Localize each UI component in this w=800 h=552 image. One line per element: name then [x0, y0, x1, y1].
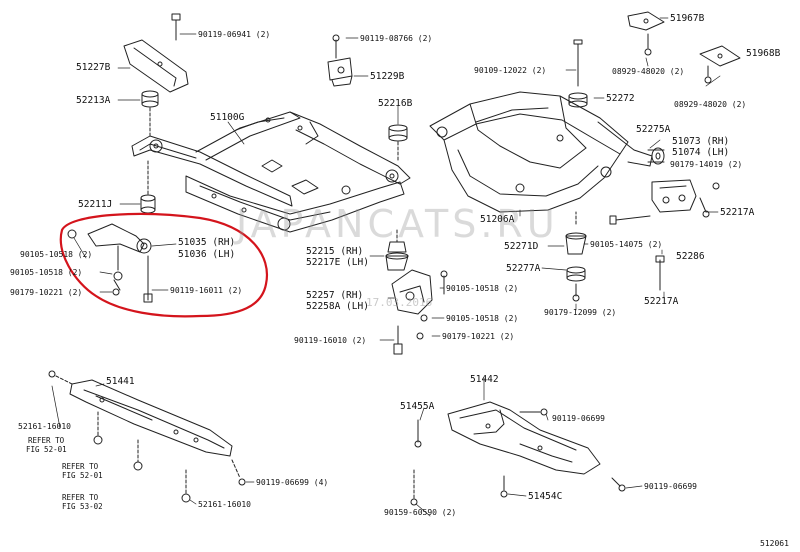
refer-label-1-line1[interactable]: REFER TO: [28, 436, 65, 445]
bracket-51035: [67, 223, 153, 303]
bracket-51227B: [123, 13, 189, 93]
mount-52215: [385, 229, 409, 271]
part-label-51441[interactable]: 51441: [106, 376, 135, 387]
part-label-90105-10518-a[interactable]: 90105-10518 (2): [20, 250, 93, 259]
under-cover-51442: [410, 401, 626, 506]
bracket-51073: [651, 179, 720, 218]
part-label-08929-48020-a[interactable]: 08929-48020 (2): [612, 67, 685, 76]
rear-subframe-51206A: [429, 91, 653, 213]
part-label-51454c[interactable]: 51454C: [528, 491, 563, 502]
refer-label-2-line1[interactable]: REFER TO: [62, 462, 99, 471]
part-label-51100g[interactable]: 51100G: [210, 112, 245, 123]
part-label-52271d[interactable]: 52271D: [504, 241, 539, 252]
bushing-52216B: [388, 124, 408, 163]
part-label-90119-06699-c[interactable]: 90119-06699: [644, 482, 697, 491]
bolt-52286: [609, 215, 665, 291]
watermark: JAPANCATS.RU: [236, 202, 559, 246]
under-cover-51441: [48, 370, 246, 503]
refer-label-3-line2[interactable]: FIG 53-02: [62, 502, 103, 511]
mount-52257: [391, 269, 448, 355]
part-label-52217e[interactable]: 52217E (LH): [306, 257, 369, 268]
part-label-90109-12022[interactable]: 90109-12022 (2): [474, 66, 547, 75]
part-label-52272[interactable]: 52272: [606, 93, 635, 104]
bushing-52272: [568, 39, 588, 108]
part-label-51035[interactable]: 51035 (RH): [178, 237, 236, 248]
figure-number: 512061: [760, 539, 789, 548]
part-label-52215[interactable]: 52215 (RH): [306, 246, 364, 257]
bracket-51968B: [699, 45, 741, 84]
refer-label-1-line2[interactable]: FIG 52-01: [26, 445, 67, 454]
part-label-51206a[interactable]: 51206A: [480, 214, 515, 225]
part-label-52211j[interactable]: 52211J: [78, 199, 113, 210]
part-label-90119-08766[interactable]: 90119-08766 (2): [360, 34, 433, 43]
part-label-90179-14019[interactable]: 90179-14019 (2): [670, 160, 743, 169]
leader-lines: [51, 17, 721, 517]
part-label-52258a[interactable]: 52258A (LH): [306, 301, 369, 312]
part-label-51442[interactable]: 51442: [470, 374, 499, 385]
bushing-52213A: [141, 90, 159, 137]
part-label-90159-60590[interactable]: 90159-60590 (2): [384, 508, 457, 517]
part-label-52217a-bottom[interactable]: 52217A: [644, 296, 679, 307]
mount-51229B: [327, 34, 353, 87]
part-label-90119-16011[interactable]: 90119-16011 (2): [170, 286, 243, 295]
part-label-90105-14075[interactable]: 90105-14075 (2): [590, 240, 663, 249]
part-label-90179-10221-b[interactable]: 90179-10221 (2): [442, 332, 515, 341]
front-subframe-51100G: [131, 111, 411, 233]
part-label-51455a[interactable]: 51455A: [400, 401, 435, 412]
part-label-52213a[interactable]: 52213A: [76, 95, 111, 106]
date-stamp: 17.03.2016: [366, 296, 433, 309]
part-label-52286[interactable]: 52286: [676, 251, 705, 262]
part-label-51229b[interactable]: 51229B: [370, 71, 405, 82]
part-label-51073[interactable]: 51073 (RH): [672, 136, 730, 147]
part-label-90105-10518-b[interactable]: 90105-10518 (2): [10, 268, 83, 277]
refer-label-3-line1[interactable]: REFER TO: [62, 493, 99, 502]
part-label-90119-16010[interactable]: 90119-16010 (2): [294, 336, 367, 345]
part-label-90105-10518-d[interactable]: 90105-10518 (2): [446, 314, 519, 323]
part-label-52277a[interactable]: 52277A: [506, 263, 541, 274]
part-label-52216b[interactable]: 52216B: [378, 98, 413, 109]
refer-label-2-line2[interactable]: FIG 52-01: [62, 471, 103, 480]
part-label-51227b[interactable]: 51227B: [76, 62, 111, 73]
part-label-51074[interactable]: 51074 (LH): [672, 147, 730, 158]
bushing-52271D: [565, 211, 587, 302]
part-label-90179-12099[interactable]: 90179-12099 (2): [544, 308, 617, 317]
bracket-51967B: [627, 11, 665, 56]
highlight-ellipse: [59, 212, 269, 318]
part-label-90119-06941[interactable]: 90119-06941 (2): [198, 30, 271, 39]
part-label-52275a[interactable]: 52275A: [636, 124, 671, 135]
part-label-51968b[interactable]: 51968B: [746, 48, 781, 59]
part-label-90179-10221-a[interactable]: 90179-10221 (2): [10, 288, 83, 297]
part-label-51036[interactable]: 51036 (LH): [178, 249, 236, 260]
bushing-52211J: [140, 159, 156, 214]
part-label-52257[interactable]: 52257 (RH): [306, 290, 364, 301]
part-label-90105-10518-c[interactable]: 90105-10518 (2): [446, 284, 519, 293]
part-label-52217a-top[interactable]: 52217A: [720, 207, 755, 218]
part-label-51967b[interactable]: 51967B: [670, 13, 705, 24]
bushing-52275A: [647, 147, 665, 165]
part-label-90119-06699-b[interactable]: 90119-06699: [552, 414, 605, 423]
part-label-52161-16010-a[interactable]: 52161-16010: [18, 422, 71, 431]
part-label-90119-06699-a[interactable]: 90119-06699 (4): [256, 478, 329, 487]
part-label-08929-48020-b[interactable]: 08929-48020 (2): [674, 100, 747, 109]
part-label-52161-16010-b[interactable]: 52161-16010: [198, 500, 251, 509]
